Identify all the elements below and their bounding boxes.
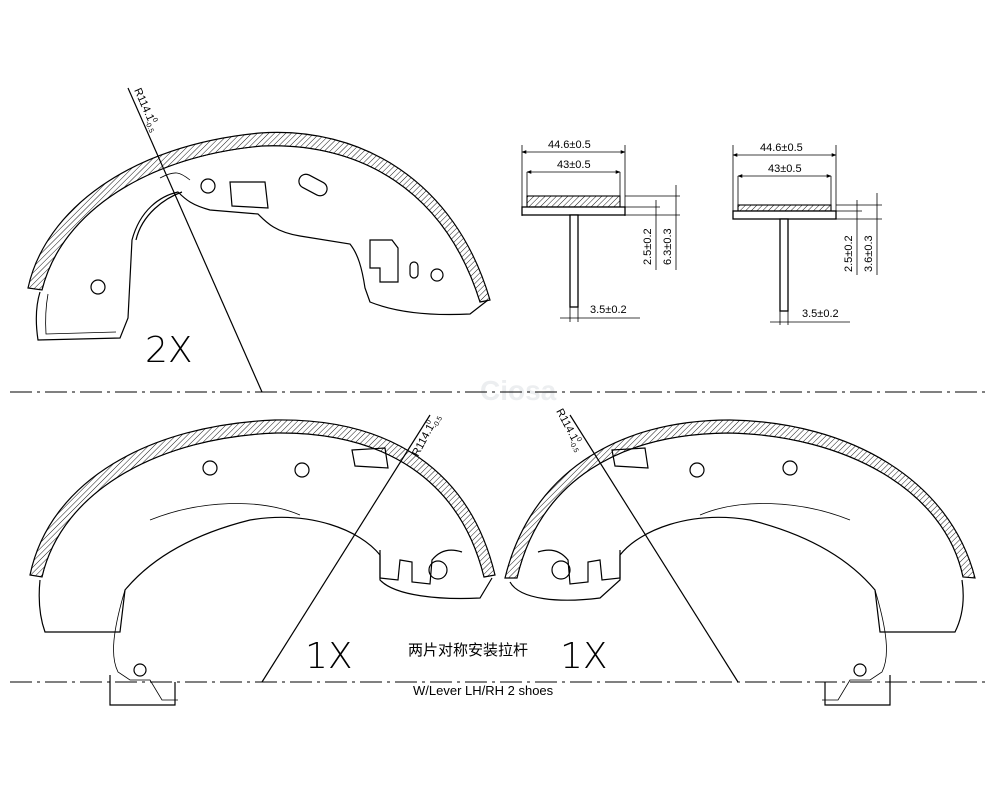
section-a-web-thickness: 2.5±0.2 (642, 228, 654, 265)
slot-top-small (409, 261, 419, 279)
section-b-lining-thickness: 3.6±0.3 (863, 235, 875, 272)
lining-top (27, 131, 491, 303)
cross-section-b: 44.6±0.5 43±0.5 2.5±0.2 3.6±0.3 3.5±0.2 (732, 142, 882, 325)
radius-label-left: R114.1 0 -0.5 (410, 415, 444, 458)
watermark-text: Ciosa (480, 375, 557, 406)
hole-lower-left-1 (202, 460, 218, 476)
radius-tol-upper: 0 (151, 117, 159, 124)
shoe-web-lower-left (38, 516, 493, 633)
radius-leader-top (127, 87, 263, 393)
pivot-lower-left (428, 560, 448, 580)
note-chinese: 两片对称安装拉杆 (408, 641, 528, 659)
brake-shoe-top (27, 131, 491, 341)
cross-section-a: 44.6±0.5 43±0.5 2.5±0.2 6.3±0.3 3.5±0.2 (521, 139, 680, 322)
section-a-lining-thickness: 6.3±0.3 (662, 228, 674, 265)
radius-label-right: R114.1 0 -0.5 (553, 407, 583, 454)
section-b-web-thickness: 2.5±0.2 (843, 235, 855, 272)
section-b-lining (737, 204, 832, 212)
lever-lower-right (537, 549, 621, 585)
section-a-overall-width: 44.6±0.5 (548, 139, 591, 151)
section-a-lining (526, 195, 621, 208)
hole-top-1 (90, 279, 106, 295)
slot-top (298, 173, 328, 197)
hole-lower-left-2 (294, 462, 310, 478)
radius-tol-lower-right: -0.5 (568, 440, 580, 454)
radius-label-top: R114.1 0 -0.5 (131, 86, 159, 134)
section-b-overall-width: 44.6±0.5 (760, 142, 803, 154)
lever-notch-top (369, 239, 399, 283)
radius-tol-upper-left: 0 (425, 419, 433, 426)
hole-top-2 (200, 178, 216, 194)
hole-top-3 (430, 268, 444, 282)
radius-tol-lower: -0.5 (143, 120, 154, 134)
radius-leader-left (261, 414, 431, 683)
qty-label-right: 1X (560, 636, 608, 677)
note-english: W/Lever LH/RH 2 shoes (413, 683, 554, 698)
section-a-web (569, 214, 579, 308)
radius-leader-right (569, 414, 739, 683)
anchor-end-lower-left (109, 675, 176, 706)
section-a-table-width: 43±0.5 (557, 159, 591, 171)
anchor-end-lower-right (824, 675, 891, 706)
qty-label-top: 2X (145, 330, 193, 371)
brake-shoe-lower-left (29, 419, 496, 706)
shoe-web-top (35, 191, 489, 341)
brake-shoe-lower-right (504, 419, 976, 706)
qty-label-left: 1X (305, 636, 353, 677)
section-b-rim-thickness: 3.5±0.2 (802, 308, 839, 320)
watermark: Ciosa (480, 375, 557, 406)
hole-lower-right-2 (689, 462, 705, 478)
section-b-web (779, 218, 789, 312)
section-a-table (521, 206, 626, 216)
radius-tol-upper-right: 0 (575, 436, 583, 443)
section-b-table-width: 43±0.5 (768, 163, 802, 175)
cutout-top (229, 181, 269, 209)
pivot-lower-right (551, 560, 571, 580)
cutout-lower-right (611, 447, 649, 469)
cutout-lower-left (351, 447, 389, 469)
radius-tol-lower-left: -0.5 (432, 415, 444, 429)
section-b-table (732, 210, 837, 220)
shoe-web-lower-right (509, 516, 964, 633)
hole-lower-right-1 (782, 460, 798, 476)
section-a-rim-thickness: 3.5±0.2 (590, 304, 627, 316)
lever-lower-left (379, 549, 463, 585)
